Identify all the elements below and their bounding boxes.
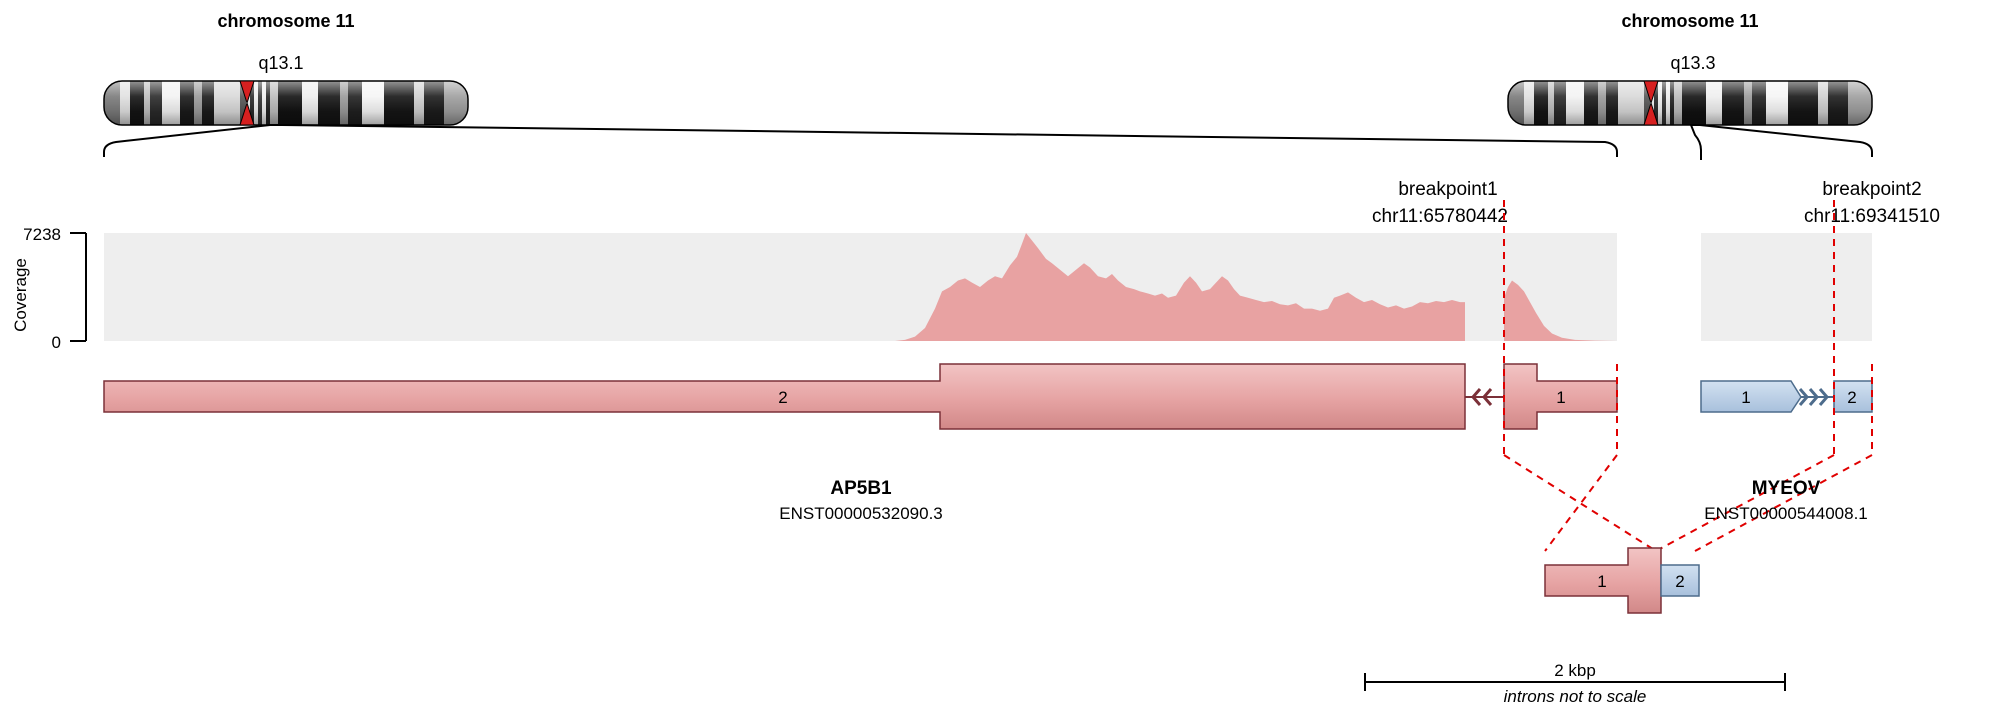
left-chromosome-ideogram: [103, 80, 469, 126]
scale-bar: [1364, 673, 1786, 691]
fusion-exon1-label: 1: [1597, 572, 1606, 591]
breakpoint2-label: breakpoint2: [1822, 179, 1921, 200]
right-chromosome-band-label: q13.3: [1670, 53, 1715, 73]
coverage-background-right: [1701, 233, 1872, 341]
fusion-exon2: [1660, 564, 1700, 597]
gene2-exon2-label: 2: [1847, 388, 1856, 407]
coverage-area-gene1: [895, 233, 1465, 341]
coverage-area-gene1-tail: [1504, 280, 1617, 341]
gene2-name: MYEOV: [1752, 478, 1821, 499]
gene1-transcript: ENST00000532090.3: [779, 504, 943, 523]
left-centromere: [239, 80, 255, 126]
fusion-exon2-label: 2: [1675, 572, 1684, 591]
right-chromosome-ideogram: [1507, 80, 1873, 126]
breakpoint-lines: [1503, 200, 1873, 552]
gene1-exon1: [1503, 363, 1618, 430]
gene2-transcript: ENST00000544008.1: [1704, 504, 1868, 523]
gene1-strand-arrow-2: [1482, 388, 1493, 406]
left-chromosome-band-label: q13.1: [258, 53, 303, 73]
fusion-exon1: [1544, 547, 1662, 614]
coverage-min-label: 0: [52, 333, 61, 352]
breakpoint1-label: breakpoint1: [1398, 179, 1497, 200]
gene2-track: [1700, 380, 1873, 413]
right-centromere: [1643, 80, 1659, 126]
gene1-exon1-label: 1: [1556, 388, 1565, 407]
gene2-strand-arrow-2: [1808, 388, 1819, 406]
left-chromosome-title: chromosome 11: [217, 11, 354, 31]
right-chromosome-title: chromosome 11: [1621, 11, 1758, 31]
left-zoom-brace: [103, 124, 1618, 157]
scale-bar-label: 2 kbp: [1554, 661, 1596, 680]
gene2-strand-arrow-1: [1798, 388, 1809, 406]
coverage-axis: [70, 232, 87, 342]
breakpoint2-position: chr11:69341510: [1804, 206, 1940, 227]
gene1-exon2-label: 2: [778, 388, 787, 407]
scale-bar-note: introns not to scale: [1504, 687, 1647, 706]
right-zoom-brace: [1689, 124, 1873, 160]
gene2-exon1-label: 1: [1741, 388, 1750, 407]
gene2-exon1: [1700, 380, 1802, 413]
breakpoint1-position: chr11:65780442: [1372, 206, 1508, 227]
fusion-transcript: [1544, 547, 1700, 614]
coverage-max-label: 7238: [23, 225, 61, 244]
gene1-exon2: [103, 363, 1466, 430]
gene1-track: [103, 363, 1618, 430]
gene2-strand-arrow-3: [1818, 388, 1829, 406]
coverage-axis-label: Coverage: [11, 258, 30, 332]
gene1-name: AP5B1: [830, 478, 892, 499]
gene1-strand-arrow-1: [1471, 388, 1482, 406]
